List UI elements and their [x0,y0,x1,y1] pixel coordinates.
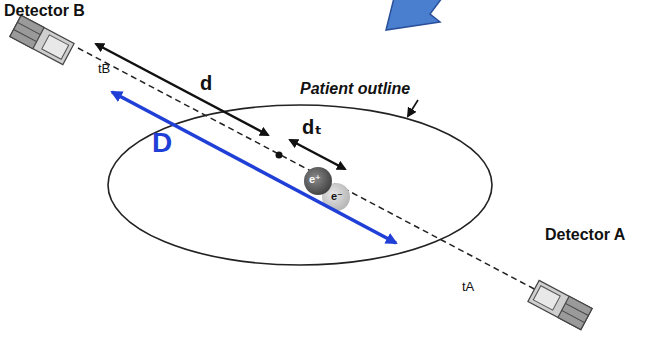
time-label: tA [462,280,474,294]
leader-line [408,100,418,116]
offset-label: dₜ [302,116,322,138]
distance-arrow [96,44,268,135]
time-label: tB [98,62,110,76]
outline-label: Patient outline [300,80,410,98]
detector-label: Detector B [4,2,85,20]
positron [304,167,332,195]
detector-a [528,280,592,329]
line-of-response [78,48,540,292]
detector-b [10,15,74,64]
diameter-label: D [152,128,172,159]
distance-label: d [200,72,212,94]
offset-arrow [290,140,345,169]
particle-label: e⁺ [309,173,321,185]
midpoint-dot [276,152,283,159]
particle-label: e⁻ [331,190,343,202]
detector-label: Detector A [545,226,625,244]
diameter-arrow [112,92,396,243]
pointer-arrow [386,0,448,30]
patient-outline [108,105,492,265]
